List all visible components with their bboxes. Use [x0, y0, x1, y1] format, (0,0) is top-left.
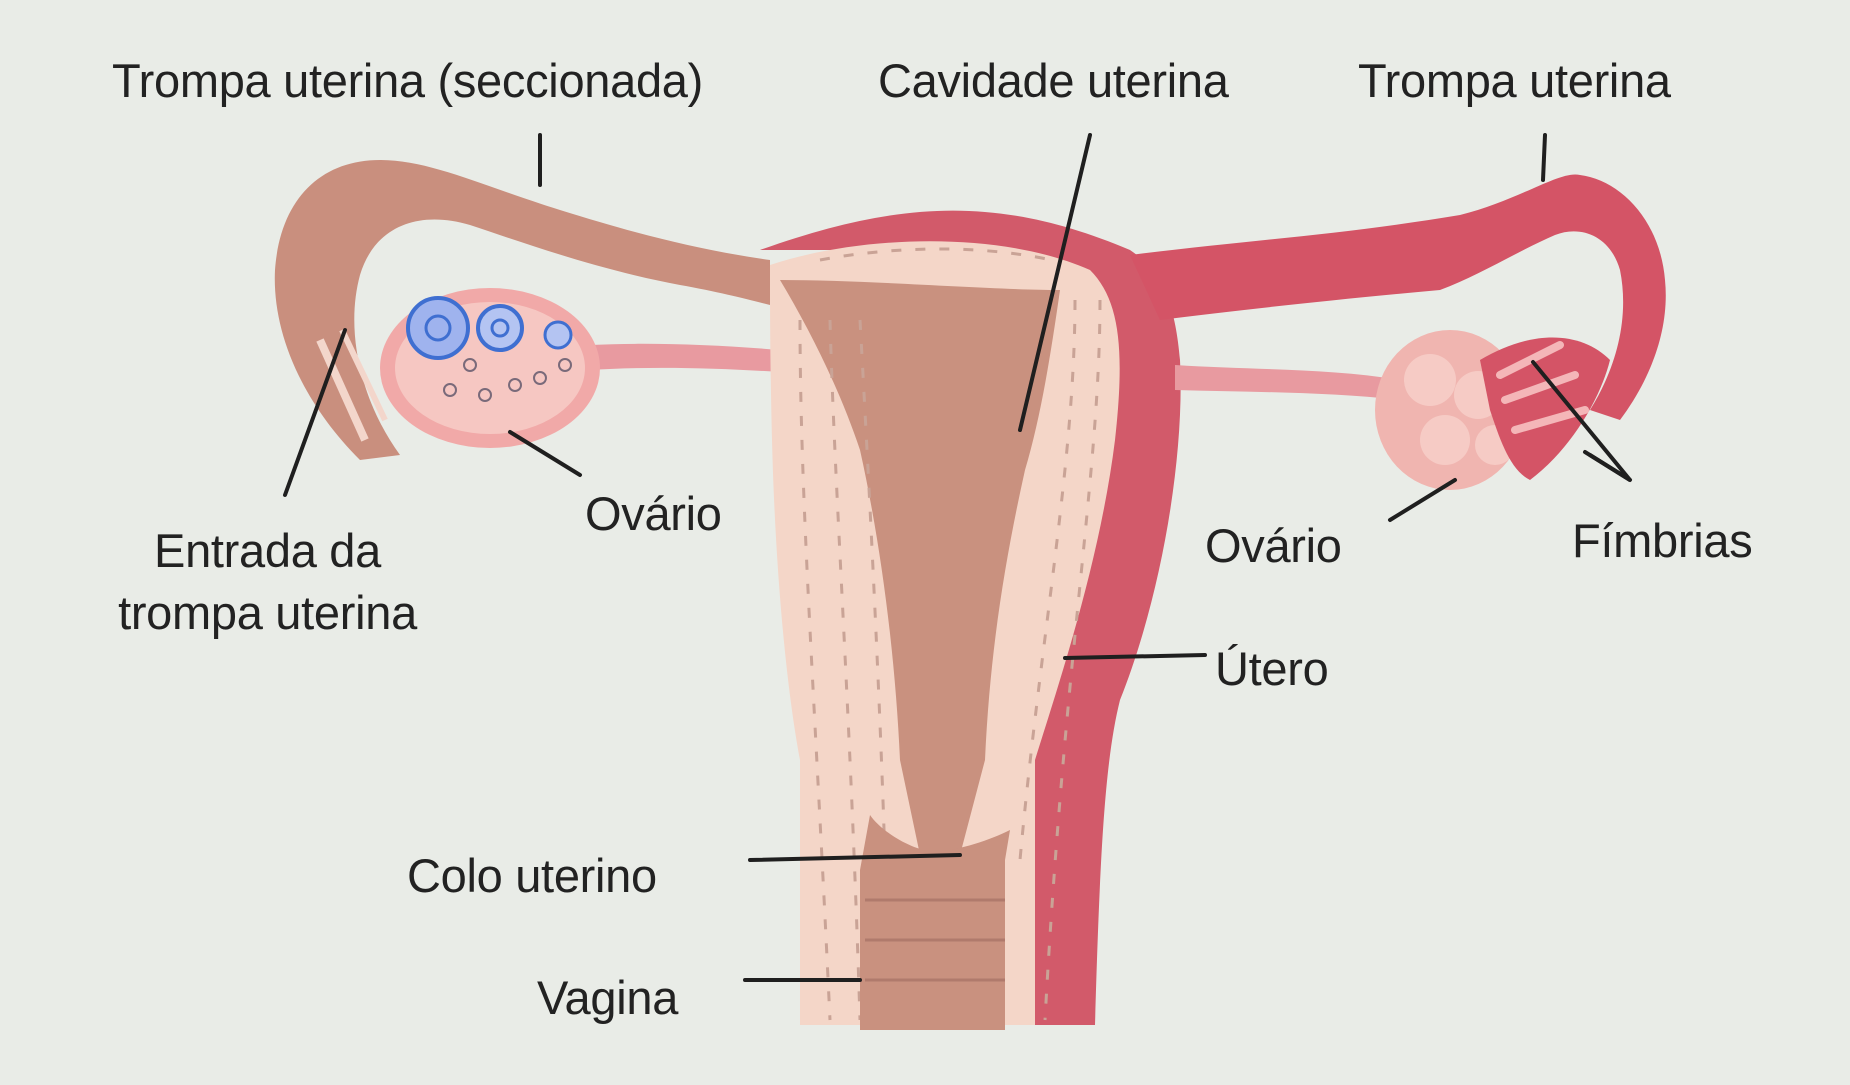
leader-uterine-cavity [1018, 133, 1092, 432]
uterine-cavity-shape [780, 280, 1060, 855]
uterine-fiber-line [858, 319, 887, 861]
left-ovary-follicle-core [490, 318, 510, 338]
right-ovary-follicle [1420, 415, 1470, 465]
leader-cervix [748, 853, 962, 862]
uterine-fiber-line [798, 319, 832, 1021]
left-ovary-dot [558, 358, 572, 372]
leader-fimbriae-2 [1583, 450, 1632, 482]
label-uterus: Útero [1215, 642, 1329, 695]
leader-ovary-right [1388, 478, 1457, 522]
label-tube-sectioned: Trompa uterina (seccionada) [112, 54, 703, 107]
label-tube-entrance-line2: trompa uterina [118, 586, 417, 639]
label-tube-right: Trompa uterina [1358, 54, 1671, 107]
left-ovary-dot [478, 388, 492, 402]
right-ovary-follicle [1404, 354, 1456, 406]
left-tube-lumen [316, 338, 369, 442]
label-cervix: Colo uterino [407, 849, 657, 902]
label-fimbriae: Fímbrias [1572, 514, 1753, 567]
uterine-fiber-line [1043, 299, 1102, 1021]
label-vagina: Vagina [537, 971, 679, 1024]
label-tube-entrance: Entrada da trompa uterina [75, 525, 460, 639]
uterine-fiber-line [819, 247, 1061, 264]
label-uterine-cavity: Cavidade uterina [878, 54, 1229, 107]
left-ovary-dot [443, 383, 457, 397]
left-ovary-dot [508, 378, 522, 392]
left-ovary-follicle-core [424, 314, 452, 342]
leader-tube-entrance [283, 328, 347, 497]
left-ovarian-ligament [590, 343, 780, 372]
label-tube-entrance-line1: Entrada da [154, 524, 381, 577]
left-ovary-dot [533, 371, 547, 385]
leader-tube-right [1541, 133, 1547, 182]
right-fimbria-fringe [1501, 371, 1579, 404]
left-ovary-follicle-small [543, 320, 573, 350]
left-ovary-follicle-medium [476, 304, 524, 352]
left-tube-lumen [339, 328, 388, 422]
vagina-shape [860, 815, 1010, 1030]
label-ovary-left: Ovário [585, 487, 722, 540]
left-ovary-dot [463, 358, 477, 372]
right-fimbria-fringe [1496, 341, 1564, 379]
label-ovary-right: Ovário [1205, 519, 1342, 572]
uterine-fiber-line [828, 319, 862, 1021]
left-ovary-follicle-large [406, 296, 470, 360]
right-ovarian-ligament [1175, 365, 1400, 400]
leader-ovary-left [508, 430, 582, 477]
left-tube-sectioned [274, 160, 770, 460]
leader-uterus [1063, 653, 1207, 660]
right-tube [1130, 174, 1666, 420]
